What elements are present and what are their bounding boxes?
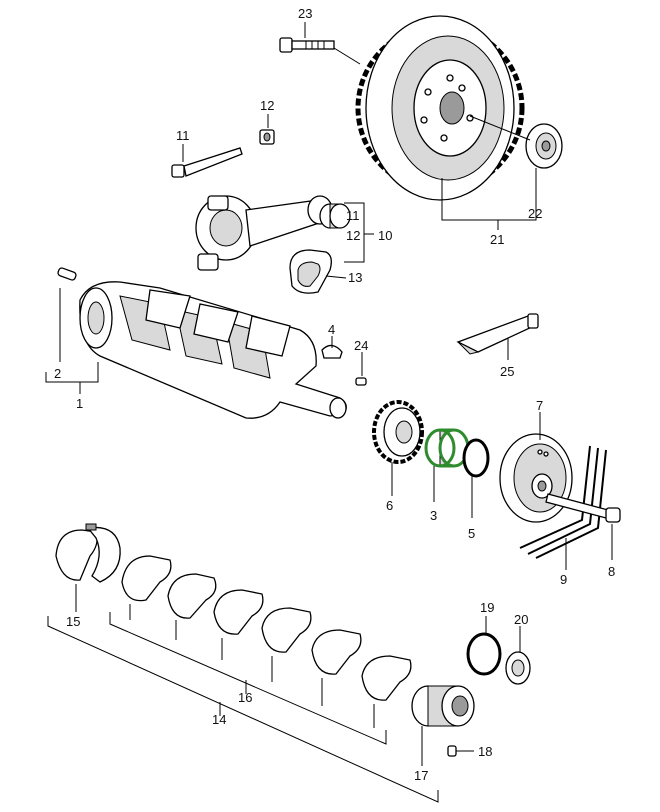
flywheel xyxy=(355,15,525,201)
drive-belt xyxy=(519,445,607,559)
callout-8: 8 xyxy=(608,564,615,579)
callout-1: 1 xyxy=(76,396,83,411)
dowel-pin xyxy=(57,267,77,281)
callout-24: 24 xyxy=(354,338,368,353)
callout-12-nut: 12 xyxy=(260,98,274,113)
callout-9: 9 xyxy=(560,572,567,587)
connecting-rod xyxy=(195,195,333,271)
callout-10: 10 xyxy=(378,228,392,243)
callout-4: 4 xyxy=(328,322,335,337)
callout-22: 22 xyxy=(528,206,542,221)
callout-12-bushing: 12 xyxy=(346,228,360,243)
rod-bolt xyxy=(171,147,243,178)
spacer-ring xyxy=(424,428,470,468)
main-bearing-shell-front xyxy=(55,523,121,583)
flywheel-bolt xyxy=(279,37,335,53)
rod-bearing-shell xyxy=(289,249,332,294)
callout-23: 23 xyxy=(298,6,312,21)
callout-21: 21 xyxy=(490,232,504,247)
locating-pin xyxy=(447,745,457,757)
callout-6: 6 xyxy=(386,498,393,513)
crank-gear xyxy=(372,400,424,464)
callout-19: 19 xyxy=(480,600,494,615)
small-pin xyxy=(355,377,367,386)
pulley-bolt xyxy=(545,493,621,523)
rod-bushing xyxy=(319,203,351,229)
callout-13: 13 xyxy=(348,270,362,285)
callout-3: 3 xyxy=(430,508,437,523)
callout-11-bolt: 11 xyxy=(176,128,190,143)
pulley xyxy=(499,433,573,523)
rod-nut xyxy=(259,129,275,145)
sealant-tube xyxy=(456,313,539,355)
snap-ring xyxy=(462,438,490,478)
callout-11-bushing: 11 xyxy=(346,208,360,223)
callout-17: 17 xyxy=(414,768,428,783)
callout-25: 25 xyxy=(500,364,514,379)
woodruff-key xyxy=(321,344,343,359)
callout-18: 18 xyxy=(478,744,492,759)
main-bearing-shells xyxy=(121,555,412,701)
callout-15: 15 xyxy=(66,614,80,629)
callout-7: 7 xyxy=(536,398,543,413)
callout-20: 20 xyxy=(514,612,528,627)
o-ring xyxy=(466,632,502,676)
callout-14: 14 xyxy=(212,712,226,727)
thrust-washer xyxy=(505,651,531,685)
pilot-bearing xyxy=(525,123,563,169)
callout-2: 2 xyxy=(54,366,61,381)
crankshaft xyxy=(79,281,347,419)
flanged-bearing xyxy=(411,685,475,727)
callout-5: 5 xyxy=(468,526,475,541)
callout-16: 16 xyxy=(238,690,252,705)
